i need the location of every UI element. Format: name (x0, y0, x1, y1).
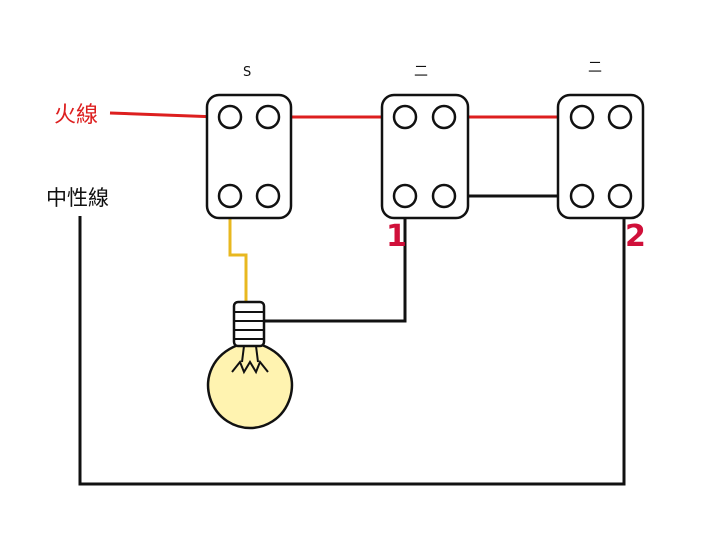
terminal (431, 183, 457, 209)
neutral-wire-line (78, 208, 626, 486)
terminal-marker-2: 2 (625, 219, 646, 254)
light-bulb-icon (206, 300, 294, 430)
switch-2b-label: 二 (588, 60, 602, 76)
terminal (607, 183, 633, 209)
switch-s (205, 93, 293, 220)
bulb-return-wire (262, 208, 407, 323)
terminal (569, 183, 595, 209)
live-wire-line (109, 111, 570, 119)
terminal (569, 104, 595, 130)
neutral-wire-label: 中性線 (46, 186, 109, 210)
terminal (255, 104, 281, 130)
switch-s-label: S (243, 65, 251, 80)
switch-2a (380, 93, 470, 220)
live-wire-label: 火線 (54, 103, 98, 128)
terminal-marker-1: 1 (386, 219, 407, 254)
terminal (607, 104, 633, 130)
terminal (431, 104, 457, 130)
lamp-lead-wire (228, 208, 248, 302)
terminal (255, 183, 281, 209)
terminal (392, 183, 418, 209)
switch-2a-label: 二 (414, 64, 428, 80)
switch-2b (556, 93, 645, 220)
terminal (217, 183, 243, 209)
terminal (392, 104, 418, 130)
terminal (217, 104, 243, 130)
